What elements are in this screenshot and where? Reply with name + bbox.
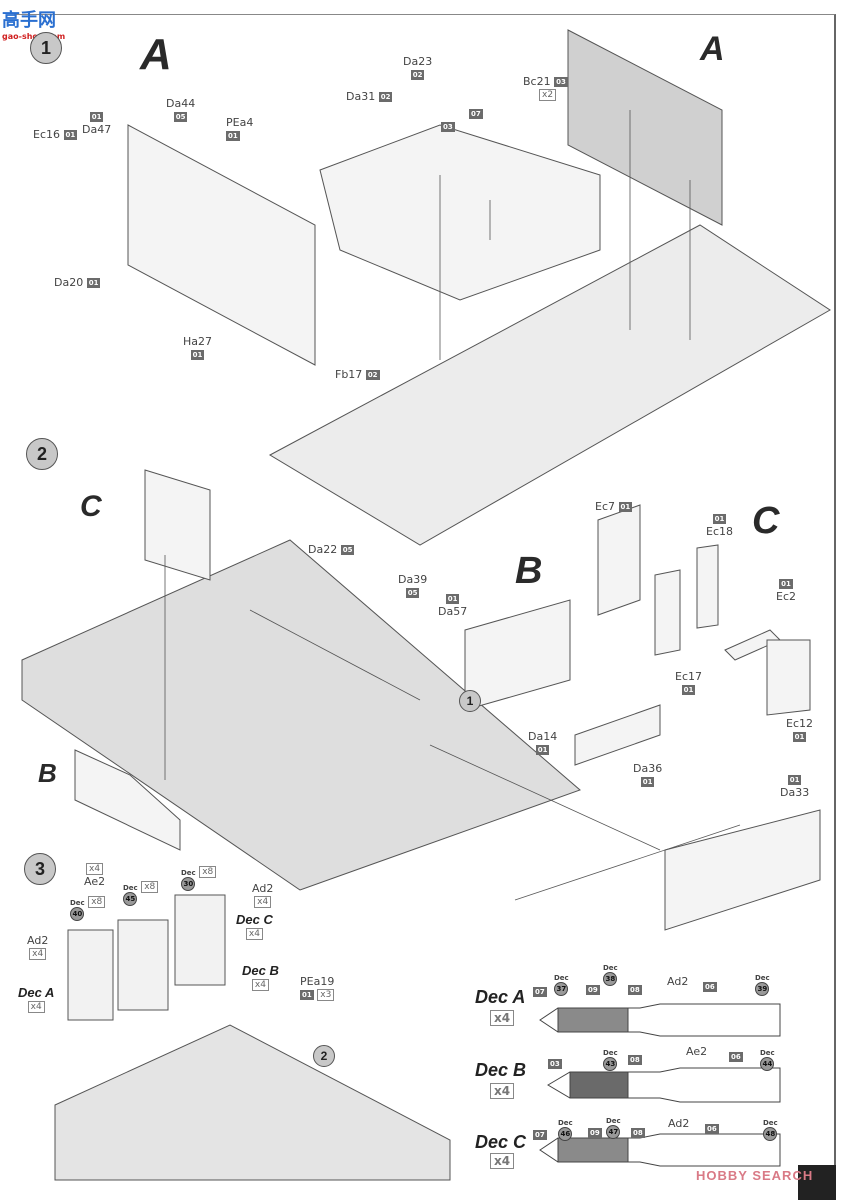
ref-step-2-badge: 2	[313, 1045, 335, 1067]
shell-c-band1-tag: 09	[588, 1128, 602, 1138]
cluster-b	[117, 919, 169, 1011]
page-frame	[14, 14, 836, 1191]
shell-a-tip-tag: 07	[533, 987, 547, 997]
part-label-fb17: Fb17 02	[335, 368, 380, 381]
cluster-c	[174, 894, 226, 986]
shell-c-case-label: Ad2	[668, 1117, 690, 1130]
subassembly-c-ref: C	[80, 490, 102, 523]
shell-a-title: Dec A	[475, 987, 526, 1007]
part-label-da20: Da20 01	[54, 276, 101, 289]
part-label-da31: Da31 02	[346, 90, 393, 103]
shell-b-title: Dec B	[475, 1060, 527, 1080]
sub-c-ec17	[654, 569, 681, 656]
shell-c-tip-tag: 07	[533, 1130, 547, 1140]
shell-b-band2-tag: 08	[628, 1055, 642, 1065]
sub-c-ec12	[766, 639, 811, 716]
subassembly-b-label: B	[515, 550, 543, 592]
shell-a-projectile	[557, 1007, 629, 1033]
sub-c-ec18	[696, 544, 719, 629]
shell-c-projectile	[557, 1137, 629, 1163]
sub-c-ec7	[597, 504, 641, 616]
side-wall-panel	[127, 124, 316, 366]
panel-a-step1	[567, 29, 723, 226]
sub-b-wall	[464, 599, 571, 711]
subassembly-c-label: C	[752, 500, 780, 542]
ref-step-1-badge: 1	[459, 690, 481, 712]
shell-c-mult: x4	[490, 1153, 515, 1169]
part-label-07: 07	[469, 109, 483, 119]
da33-panel	[664, 809, 821, 931]
shell-c-band2-tag: 08	[631, 1128, 645, 1138]
hobby-search-watermark: HOBBY SEARCH	[696, 1168, 814, 1183]
shell-a-case-label: Ad2	[667, 975, 689, 988]
shell-a-band1-tag: 09	[586, 985, 600, 995]
shell-b-case-tag: 06	[729, 1052, 743, 1062]
shell-a-mult: x4	[490, 1010, 515, 1026]
box-c	[144, 469, 211, 581]
shell-b-case-label: Ae2	[686, 1045, 708, 1058]
shell-c-title: Dec C	[475, 1132, 527, 1152]
step-2-badge: 2	[26, 438, 58, 470]
sub-b-da36	[574, 704, 661, 766]
hull-step2	[21, 539, 581, 891]
part-label-ec7: Ec7 01	[595, 500, 633, 513]
hull-step3	[54, 1024, 451, 1181]
subassembly-a-label: A	[140, 30, 172, 79]
shell-b-projectile	[569, 1071, 629, 1099]
shell-a-band2-tag: 08	[628, 985, 642, 995]
step-1-badge: 1	[30, 32, 62, 64]
subassembly-a-ref: A	[700, 30, 725, 68]
part-label-ec16: Ec16 01	[33, 128, 78, 141]
box-b	[74, 749, 181, 851]
step-3-badge: 3	[24, 853, 56, 885]
floor-plate-step1	[268, 224, 831, 546]
shell-a-case-tag: 06	[703, 982, 717, 992]
shell-b-tip-tag: 03	[548, 1059, 562, 1069]
shell-b-mult: x4	[490, 1083, 515, 1099]
logo-text: 高手网	[2, 10, 56, 31]
hull-box	[319, 124, 601, 301]
part-label-03: 03	[441, 122, 455, 132]
shell-clusters	[67, 894, 226, 1021]
shell-c-case-tag: 06	[705, 1124, 719, 1134]
cluster-a	[67, 929, 114, 1021]
subassembly-b-ref: B	[38, 758, 57, 788]
page-number-block	[798, 1165, 836, 1200]
part-label-da22: Da22 05	[308, 543, 355, 556]
